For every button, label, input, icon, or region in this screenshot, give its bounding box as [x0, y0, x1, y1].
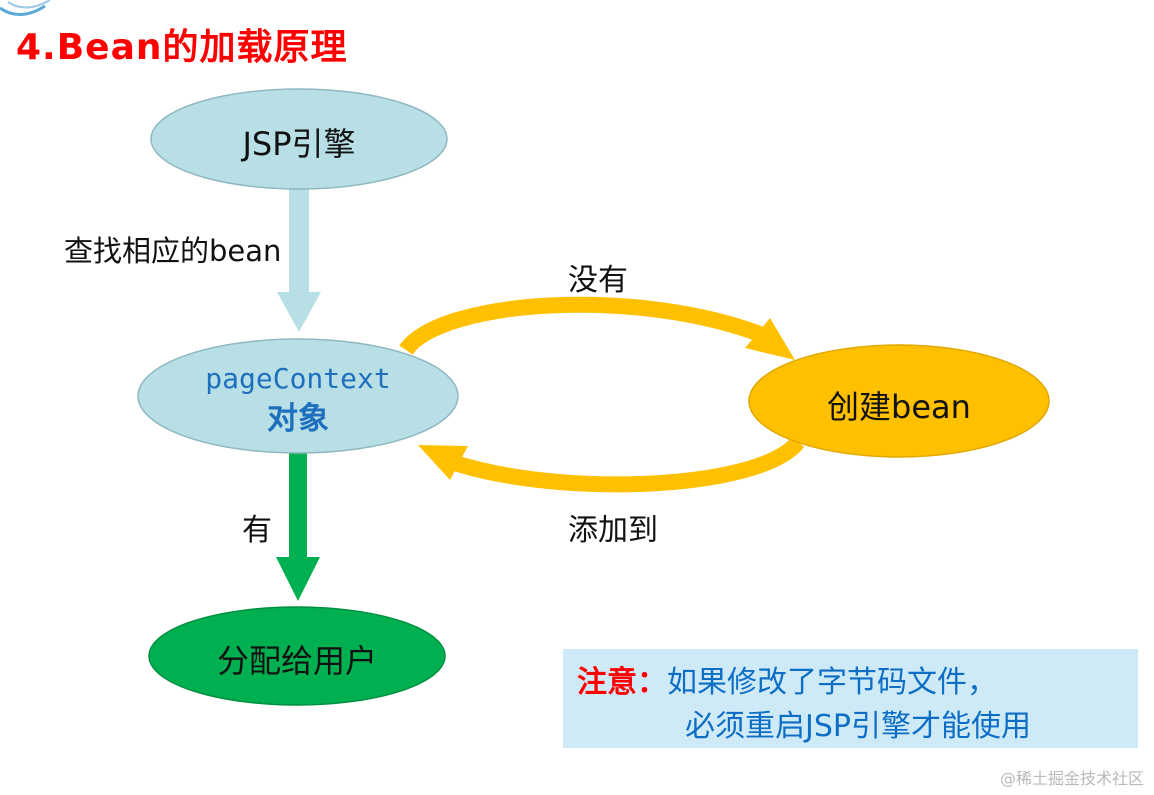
add-to-edge-label: 添加到	[568, 513, 658, 548]
note-box: 注意：如果修改了字节码文件， 必须重启JSP引擎才能使用	[563, 649, 1138, 748]
note-row-1: 注意：如果修改了字节码文件，	[577, 661, 1138, 705]
create-bean-label: 创建bean	[827, 388, 971, 426]
not-found-edge-label: 没有	[568, 263, 628, 298]
note-line-1: 如果修改了字节码文件，	[667, 665, 997, 700]
lookup-arrow	[277, 185, 321, 332]
note-line-2: 必须重启JSP引擎才能使用	[685, 709, 1031, 744]
not-found-arrow	[399, 296, 795, 360]
page-context-label-line2: 对象	[267, 401, 329, 437]
page-context-label: pageContext 对象	[138, 359, 458, 439]
page-title: 4.Bean的加载原理	[16, 27, 348, 68]
assign-user-node	[148, 606, 446, 706]
jsp-engine-label: JSP引擎	[242, 125, 356, 163]
watermark: @稀土掘金技术社区	[999, 769, 1144, 788]
add-to-arrow	[418, 436, 805, 493]
found-edge-label: 有	[242, 513, 272, 548]
create-bean-node	[748, 344, 1050, 458]
jsp-engine-node	[150, 88, 448, 190]
page-context-label-line1: pageContext	[205, 362, 391, 395]
note-heading: 注意：	[577, 665, 667, 700]
note-row-2: 必须重启JSP引擎才能使用	[577, 705, 1138, 749]
lookup-edge-label: 查找相应的bean	[64, 234, 282, 268]
found-arrow	[276, 447, 320, 601]
page-context-node	[137, 338, 459, 454]
corner-logo-fragment	[0, 0, 51, 16]
assign-user-label: 分配给用户	[216, 642, 377, 680]
